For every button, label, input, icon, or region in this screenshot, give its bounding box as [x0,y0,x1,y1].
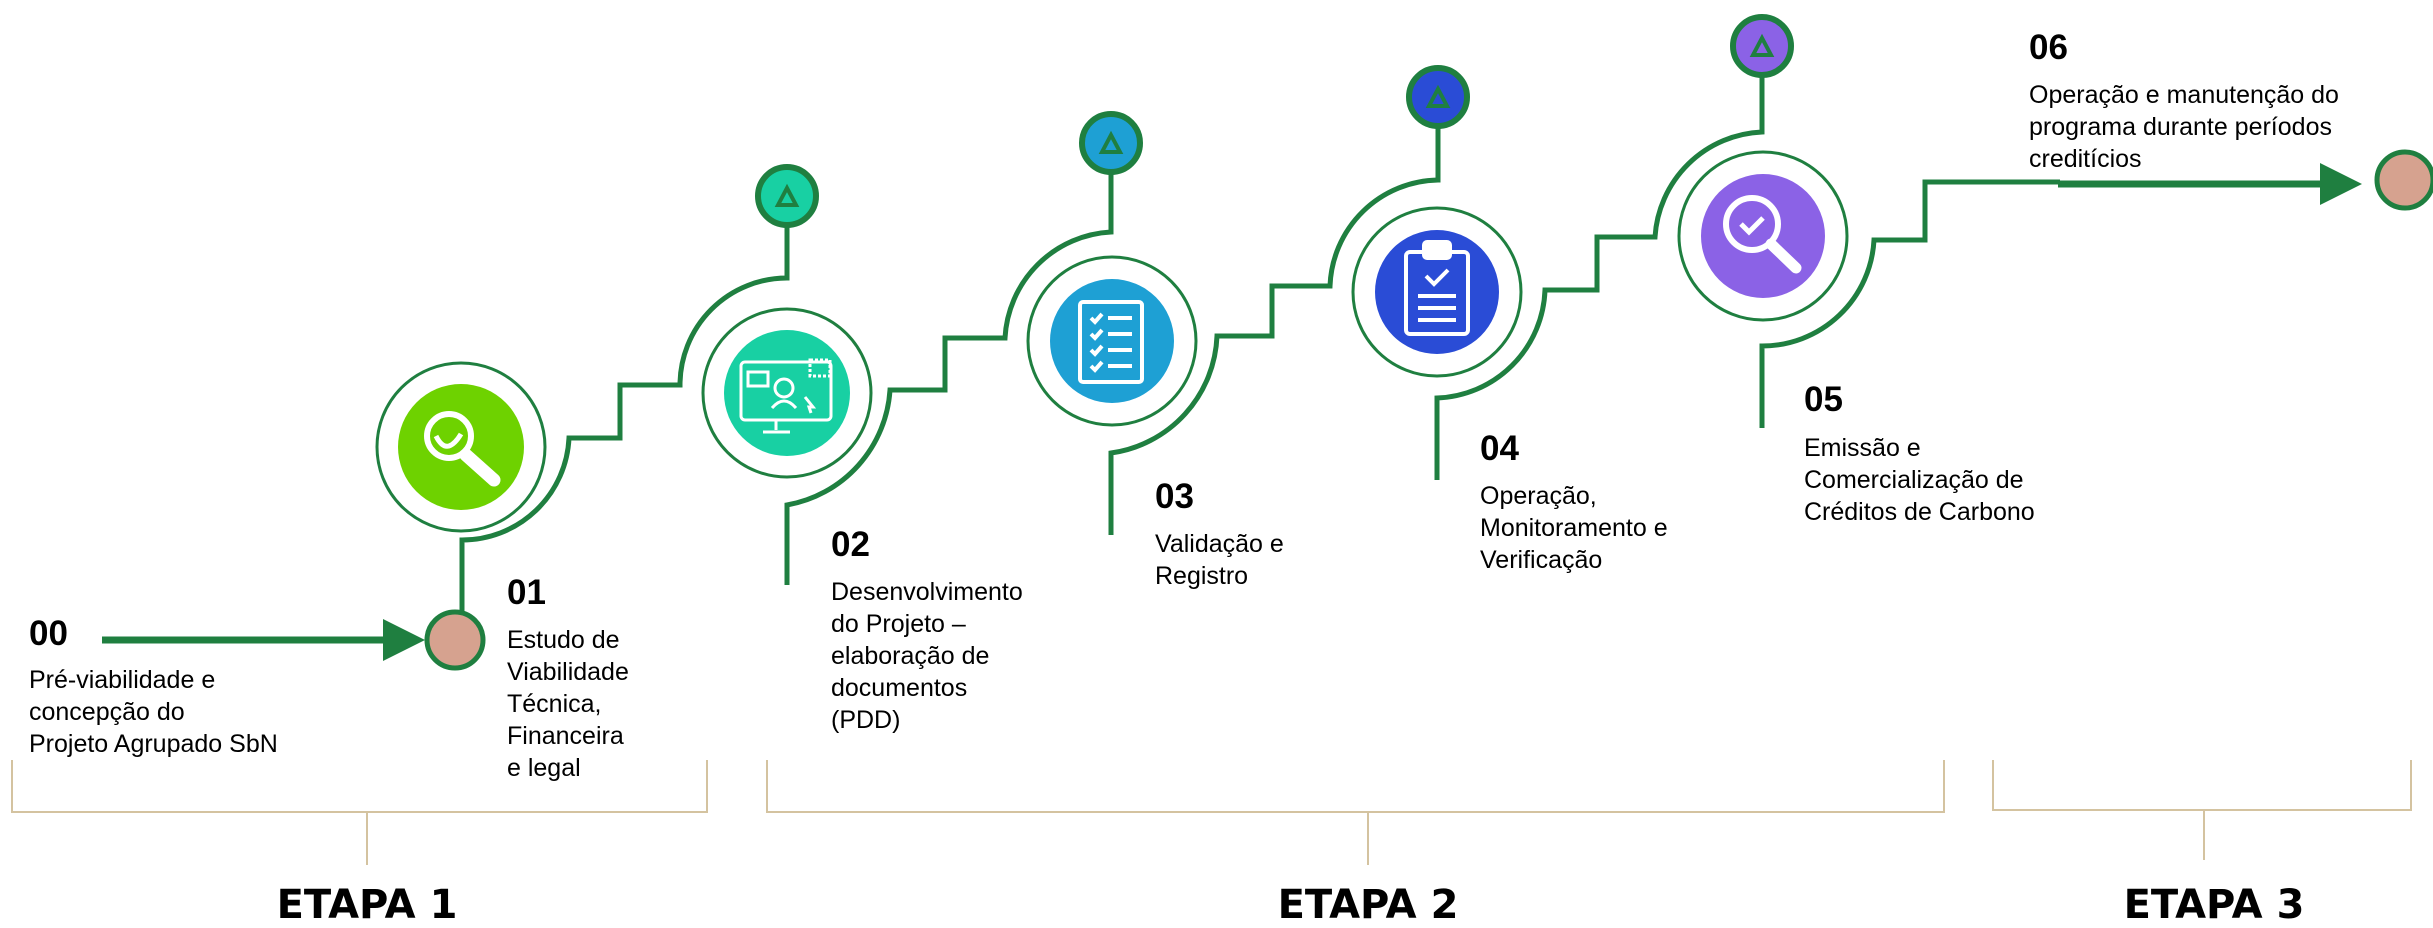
stage-label-1: ETAPA 1 [276,882,458,928]
step-06-number: 06 [2029,28,2068,67]
checklist-icon [1078,300,1144,384]
stair-connector-3 [1108,127,1441,535]
stage-label-2: ETAPA 2 [1277,882,1459,928]
end-dot [2374,149,2433,211]
stage-bracket-1 [11,760,708,865]
step-05-number: 05 [1804,380,1843,419]
step-05-node [1677,150,1849,322]
milestone-marker-03 [1406,65,1470,129]
stair-connector-4 [1434,76,1765,480]
step-02-number: 02 [831,525,870,564]
magnifier-check-icon [1723,195,1802,274]
step-03-node [1026,255,1198,427]
step-03-number: 03 [1155,477,1194,516]
stair-connector-2 [784,170,1114,585]
step-01-number: 01 [507,573,546,612]
stage-bracket-3 [1992,760,2412,860]
clipboard-check-icon [1404,240,1470,336]
step-01-node [375,361,547,533]
magnifier-leaf-icon [424,411,501,487]
start-dot [424,609,486,671]
step-02-node [701,307,873,479]
stair-connector [459,222,790,612]
step-04-node [1351,206,1523,378]
milestone-marker-02 [1079,111,1143,175]
stage-label-3: ETAPA 3 [2123,882,2305,928]
stage-bracket-2 [766,760,1945,865]
step-00-number: 00 [29,614,68,653]
milestone-marker-04 [1730,14,1794,78]
milestone-marker-01 [755,164,819,228]
monitor-user-icon [739,358,833,434]
stair-connector-5 [1759,179,2060,428]
step-04-number: 04 [1480,429,1519,468]
